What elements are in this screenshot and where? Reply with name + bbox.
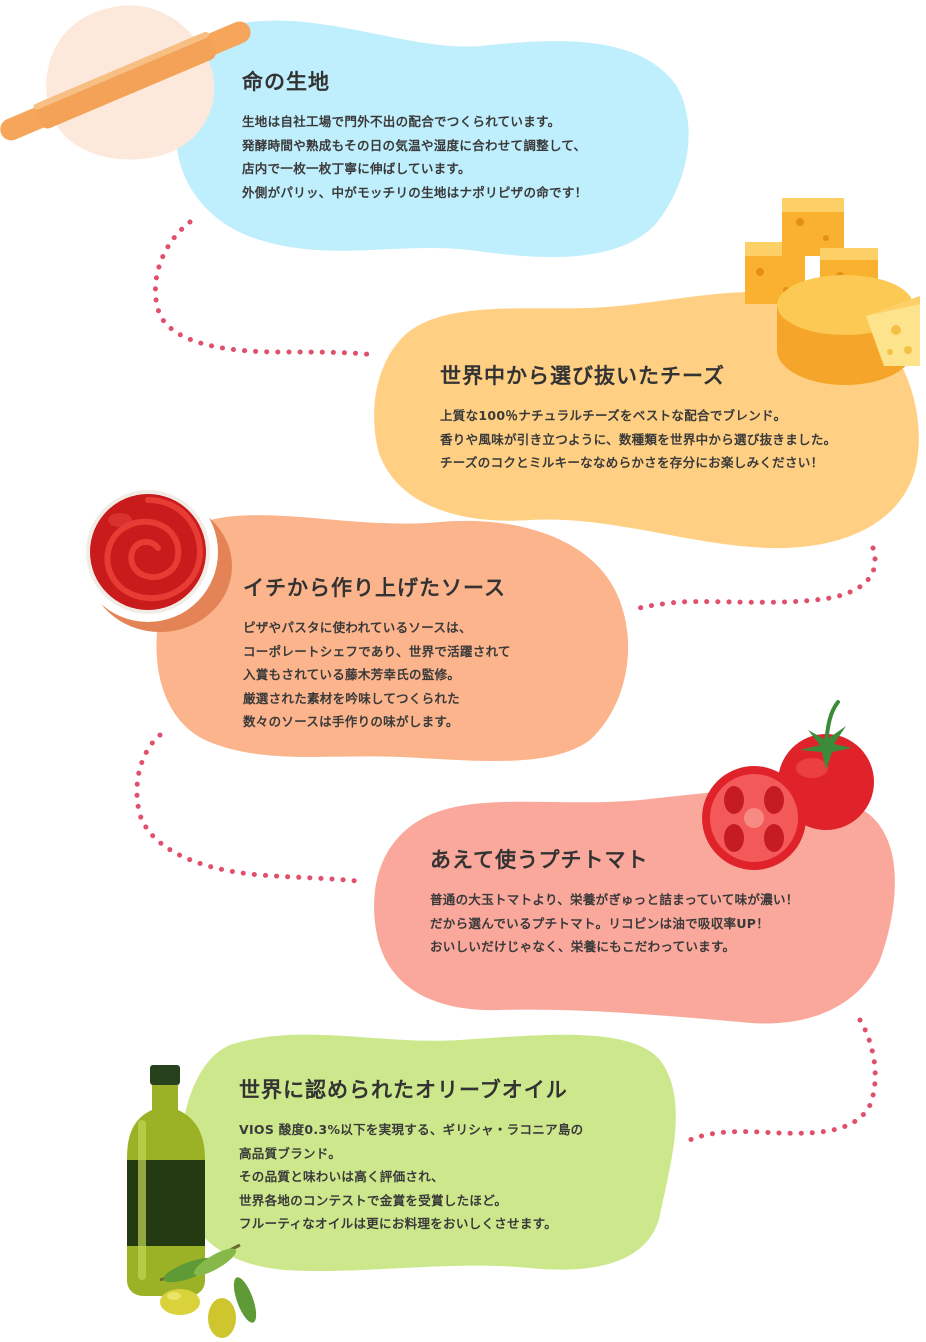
cheese-icon: [745, 198, 920, 385]
section-dough: 命の生地 生地は自社工場で門外不出の配合でつくられています。 発酵時間や熟成もそ…: [242, 66, 587, 204]
tomato-sauce-bowl-icon: [78, 482, 232, 632]
section-text-line: コーポレートシェフであり、世界で活躍されて: [243, 643, 511, 659]
section-text-line: 発酵時間や熟成もその日の気温や湿度に合わせて調整して、: [242, 137, 587, 153]
section-text-line: 普通の大玉トマトより、栄養がぎゅっと詰まっていて味が濃い！: [430, 892, 799, 907]
section-title: 命の生地: [242, 70, 330, 94]
section-text-line: フルーティなオイルは更にお料理をおいしくさせます。: [239, 1216, 558, 1231]
section-title: 世界に認められたオリーブオイル: [239, 1078, 568, 1102]
dotted-connector-2: [629, 545, 878, 613]
dotted-connector-4: [682, 1017, 878, 1145]
section-text-line: 世界各地のコンテストで金賞を受賞したほど。: [239, 1192, 508, 1208]
section-title: 世界中から選び抜いたチーズ: [440, 364, 725, 388]
section-text-line: 香りや風味が引き立つように、数種類を世界中から選び抜きました。: [440, 431, 837, 447]
section-text-line: だから選んでいるプチトマト。リコピンは油で吸収率UP！: [430, 915, 770, 931]
cherry-tomato-icon: [702, 700, 874, 870]
olive-blob: [179, 1034, 676, 1272]
section-title: あえて使うプチトマト: [430, 848, 649, 872]
section-text-line: 外側がパリッ、中がモッチリの生地はナポリピザの命です！: [242, 184, 588, 200]
section-text-line: おいしいだけじゃなく、栄養にもこだわっています。: [430, 939, 736, 954]
section-text-line: 入賞もされている藤木芳幸氏の監修。: [243, 667, 461, 682]
section-text-line: ピザやパスタに使われているソースは、: [243, 620, 472, 635]
rolling-pin-dough-icon: [0, 5, 251, 160]
section-text-line: 上質な100％ナチュラルチーズをベストな配合でブレンド。: [440, 408, 787, 423]
dough-blob: [176, 20, 689, 258]
section-text-line: 厳選された素材を吟味してつくられた: [243, 690, 460, 706]
section-tomato: あえて使うプチトマト 普通の大玉トマトより、栄養がぎゅっと詰まっていて味が濃い！…: [430, 844, 799, 959]
section-sauce: イチから作り上げたソース ピザやパスタに使われているソースは、 コーポレートシェ…: [243, 572, 511, 734]
section-cheese: 世界中から選び抜いたチーズ 上質な100％ナチュラルチーズをベストな配合でブレン…: [440, 360, 836, 475]
section-text-line: 店内で一枚一枚丁寧に伸ばしています。: [242, 161, 471, 176]
section-text-line: 数々のソースは手作りの味がします。: [243, 714, 459, 729]
section-text-line: 生地は自社工場で門外不出の配合でつくられています。: [242, 114, 561, 129]
section-text-line: 高品質ブランド。: [239, 1145, 342, 1161]
olive-oil-bottle-icon: [127, 1065, 257, 1338]
dotted-connector-1: [152, 219, 378, 358]
section-text-line: VIOS 酸度0.3%以下を実現する、ギリシャ・ラコニア島の: [239, 1122, 584, 1137]
sauce-blob: [156, 515, 629, 762]
section-text-line: チーズのコクとミルキーななめらかさを存分にお楽しみください！: [440, 455, 824, 470]
section-text-line: その品質と味わいは高く評価され、: [239, 1169, 444, 1184]
dotted-connector-3: [134, 732, 368, 885]
section-title: イチから作り上げたソース: [243, 576, 506, 600]
section-olive: 世界に認められたオリーブオイル VIOS 酸度0.3%以下を実現する、ギリシャ・…: [239, 1074, 583, 1236]
